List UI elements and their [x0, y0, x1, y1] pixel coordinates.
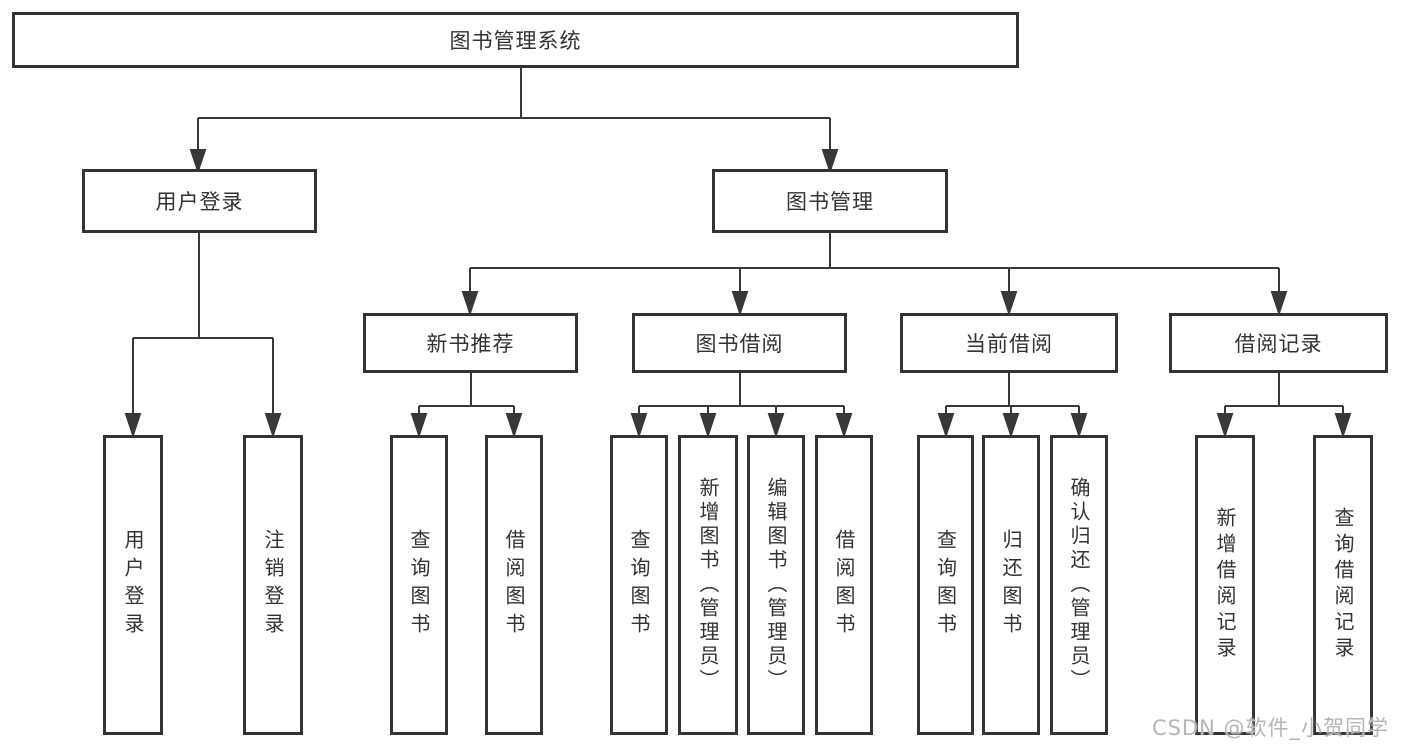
connector-root-to-level2	[189, 68, 839, 175]
node-label: 查询图书	[933, 529, 958, 641]
leaf-edit-book-admin: 编辑图书（管理员）	[747, 435, 805, 735]
node-label: 查询借阅记录	[1331, 507, 1355, 663]
leaf-query-borrow-record: 查询借阅记录	[1313, 435, 1373, 735]
node-label: 借阅图书	[502, 529, 526, 641]
leaf-add-borrow-record: 新增借阅记录	[1195, 435, 1255, 735]
node-book-management: 图书管理	[712, 169, 948, 233]
node-label: 归还图书	[999, 529, 1023, 641]
node-label: 用户登录	[121, 529, 145, 641]
connector-newbookrec-to-leaves	[410, 373, 523, 439]
node-label: 图书管理系统	[449, 29, 582, 53]
leaf-return-books: 归还图书	[982, 435, 1040, 735]
leaf-user-login: 用户登录	[103, 435, 163, 735]
connector-borrowrecords-to-leaves	[1216, 373, 1352, 439]
csdn-watermark: CSDN @软件_小贺同学	[1151, 716, 1389, 740]
node-label: 查询图书	[627, 529, 651, 641]
node-label: 用户登录	[155, 190, 244, 214]
node-user-login: 用户登录	[82, 169, 317, 233]
node-borrow-records: 借阅记录	[1169, 313, 1388, 373]
connector-bookborrow-to-leaves	[630, 373, 853, 439]
node-label: 新增借阅记录	[1213, 507, 1237, 663]
node-label: 图书借阅	[695, 332, 784, 356]
node-label: 编辑图书（管理员）	[764, 477, 788, 693]
node-book-borrow: 图书借阅	[632, 313, 847, 373]
node-label: 当前借阅	[965, 332, 1053, 356]
node-new-book-recommend: 新书推荐	[363, 313, 578, 373]
leaf-query-books-1: 查询图书	[390, 435, 448, 735]
node-label: 注销登录	[261, 529, 285, 641]
node-current-borrow: 当前借阅	[900, 313, 1118, 373]
leaf-add-book-admin: 新增图书（管理员）	[678, 435, 738, 735]
node-label: 新增图书（管理员）	[696, 477, 720, 693]
connector-bookmgmt-to-level3	[461, 233, 1288, 317]
connector-currentborrow-to-leaves	[937, 373, 1088, 439]
leaf-borrow-books-1: 借阅图书	[485, 435, 543, 735]
connector-userlogin-to-leaves	[124, 233, 282, 439]
node-label: 查询图书	[407, 529, 431, 641]
leaf-borrow-books-2: 借阅图书	[815, 435, 873, 735]
leaf-confirm-return-admin: 确认归还（管理员）	[1050, 435, 1108, 735]
leaf-query-books-2: 查询图书	[610, 435, 668, 735]
leaf-query-books-3: 查询图书	[917, 435, 974, 735]
node-label: 借阅图书	[832, 529, 856, 641]
node-label: 确认归还（管理员）	[1067, 477, 1091, 693]
node-label: 借阅记录	[1234, 332, 1323, 356]
node-label: 图书管理	[786, 190, 874, 214]
leaf-logout: 注销登录	[243, 435, 303, 735]
node-library-management-system: 图书管理系统	[12, 12, 1019, 68]
node-label: 新书推荐	[426, 332, 515, 356]
